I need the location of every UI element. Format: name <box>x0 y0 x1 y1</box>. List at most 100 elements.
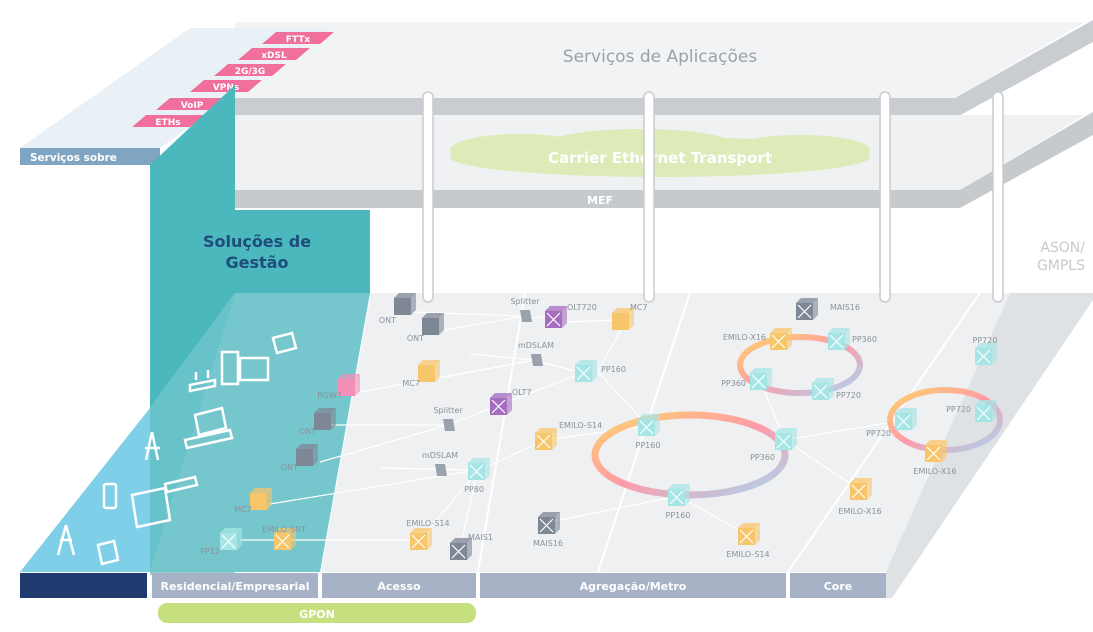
network-device: Splitter <box>510 297 540 322</box>
carrier-ethernet-label: Carrier Ethernet Transport <box>548 149 772 167</box>
device-label: OLT7 <box>512 388 532 397</box>
wireless-zone <box>20 408 150 572</box>
network-device: PP360 <box>828 328 877 350</box>
gpon-bar <box>158 603 476 623</box>
services-panel-title: Serviços sobre <box>30 152 117 164</box>
customer-devices <box>56 331 298 566</box>
segment-core-label: Core <box>824 580 853 593</box>
service-tag-label: VPNs <box>213 83 239 93</box>
service-tag-label: xDSL <box>261 51 287 61</box>
network-device: EMILO-S14 <box>535 421 602 450</box>
device-label: MC7 <box>402 379 420 388</box>
mef-label: MEF <box>587 194 613 207</box>
splitter-icon <box>520 310 532 322</box>
gpon-label: GPON <box>299 608 335 621</box>
app-services-label: Serviços de Aplicações <box>563 47 758 67</box>
service-tag: ETHs <box>132 115 204 128</box>
device-label: PP720 <box>866 429 891 438</box>
service-tag-label: FTTx <box>286 35 311 45</box>
equipment-box-icon <box>394 298 411 315</box>
segment-acesso <box>322 573 476 598</box>
segment-core <box>790 573 886 598</box>
device-label: MC7 <box>234 505 252 514</box>
network-device: PP160 <box>666 484 691 520</box>
services-panel-title-bar <box>20 148 160 165</box>
service-tag-label: ETHs <box>155 118 180 128</box>
network-device: MAIS16 <box>533 512 563 548</box>
antenna-icon <box>144 431 160 461</box>
management-title-line2: Gestão <box>226 253 289 272</box>
network-device: PP720 <box>973 336 997 365</box>
device-label: PP80 <box>464 485 484 494</box>
device-label: MAIS1 <box>468 533 493 542</box>
tablet-icon <box>130 486 172 529</box>
device-label: ONT <box>379 316 396 325</box>
laptop-icon <box>183 406 234 450</box>
device-label: OLT720 <box>567 303 597 312</box>
core-ring-1 <box>737 334 863 396</box>
device-label: EMILO-X16 <box>913 467 956 476</box>
network-floor-right-edge <box>886 293 1093 598</box>
monitor-icon <box>238 356 270 382</box>
network-device: PP720 <box>866 408 917 438</box>
device-label: PP160 <box>636 441 661 450</box>
device-label: PP160 <box>666 511 691 520</box>
network-device: PP720 <box>812 378 861 400</box>
ason-label-line2: GMPLS <box>1037 258 1085 274</box>
mobile-phone-icon <box>102 482 118 510</box>
device-label: PP360 <box>852 335 877 344</box>
service-tag: 2G/3G <box>214 64 286 77</box>
service-tag: FTTx <box>262 32 334 45</box>
network-device: EMILO-SNT <box>262 525 306 550</box>
mef-layer-edge <box>235 112 1093 208</box>
network-device: EMILO-X16 <box>913 440 957 476</box>
management-title-line1: Soluções de <box>203 232 311 251</box>
device-label: EMILO-S14 <box>726 550 769 559</box>
network-floor <box>150 293 1010 572</box>
camera-icon <box>271 331 298 355</box>
network-device: EMILO-X16 <box>723 328 792 350</box>
segment-acesso-label: Acesso <box>377 580 421 593</box>
network-device: OLT720 <box>545 303 597 328</box>
network-device: mDSLAM <box>422 451 458 476</box>
device-label: EMILO-S14 <box>406 519 449 528</box>
network-device: mDSLAM <box>518 341 554 366</box>
network-device: ONT <box>379 293 416 325</box>
device-layer: ONTONTRGW7MC7ONTONTMC7PP12EMILO-SNTSplit… <box>200 293 997 560</box>
device-label: Splitter <box>510 297 540 306</box>
segment-residencial-label: Residencial/Empresarial <box>160 580 309 593</box>
application-services-layer-edge <box>235 20 1093 118</box>
device-label: mDSLAM <box>518 341 554 350</box>
device-label: ONT <box>299 427 316 436</box>
network-device: ONT <box>407 313 444 343</box>
equipment-box-icon <box>314 413 331 430</box>
equipment-box-icon <box>422 318 439 335</box>
network-device: Splitter <box>433 406 463 431</box>
application-services-layer <box>235 22 1085 98</box>
residential-zone <box>150 293 370 572</box>
vertical-connectors <box>422 91 1004 303</box>
device-label: EMILO-X16 <box>723 333 766 342</box>
device-label: PP720 <box>836 391 861 400</box>
network-device: OLT7 <box>490 388 532 415</box>
splitter-icon <box>443 419 455 431</box>
network-device: PP160 <box>575 360 626 382</box>
equipment-box-icon <box>338 379 355 396</box>
network-device: EMILO-X16 <box>838 478 882 516</box>
network-device: ONT <box>281 444 318 472</box>
device-label: MAIS16 <box>533 539 563 548</box>
device-label: PP360 <box>721 379 746 388</box>
network-device: MAIS16 <box>796 298 860 320</box>
network-device: MAIS1 <box>450 533 493 560</box>
network-device: PP720 <box>946 400 997 422</box>
network-device: PP160 <box>636 414 661 450</box>
service-tag: xDSL <box>238 48 310 61</box>
device-label: mDSLAM <box>422 451 458 460</box>
router-icon <box>188 370 217 393</box>
navy-segment <box>20 573 147 598</box>
ason-label-line1: ASON/ <box>1040 240 1085 256</box>
equipment-box-icon <box>250 493 267 510</box>
service-tag: VoIP <box>156 98 228 111</box>
device-label: PP12 <box>200 547 220 556</box>
network-device: PP80 <box>464 458 490 494</box>
